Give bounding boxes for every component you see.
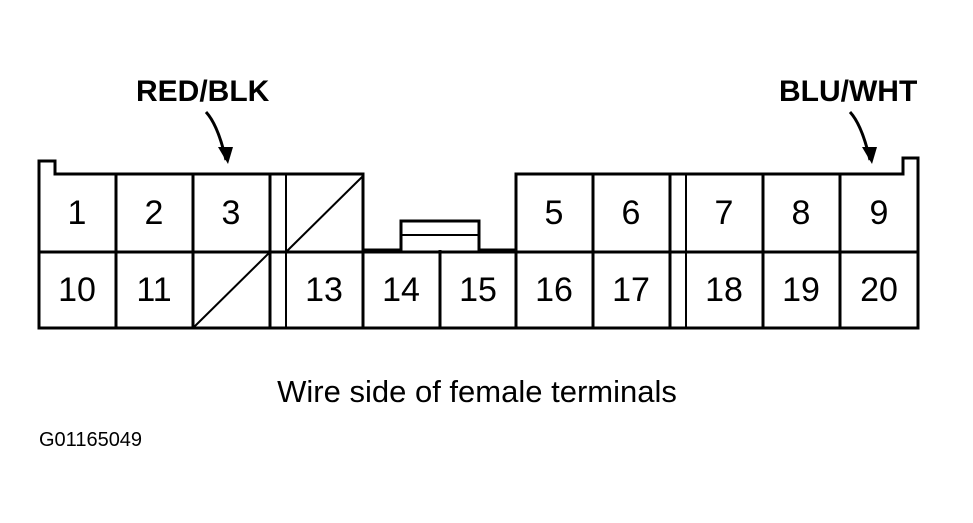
- empty-cavity-12-diagonal: [192, 251, 271, 329]
- connector-outline: [37, 156, 920, 330]
- pin-13: 13: [305, 271, 343, 309]
- pin-5: 5: [545, 194, 564, 232]
- empty-cavity-4-diagonal: [285, 175, 364, 253]
- arrow-head-blu-wht: [862, 147, 877, 164]
- pin-9: 9: [870, 194, 889, 232]
- pin-7: 7: [715, 194, 734, 232]
- pin-19: 19: [782, 271, 820, 309]
- pin-10: 10: [58, 271, 96, 309]
- pin-16: 16: [535, 271, 573, 309]
- pin-18: 18: [705, 271, 743, 309]
- pin-6: 6: [622, 194, 641, 232]
- wire-label-red-blk: RED/BLK: [136, 75, 270, 108]
- pin-15: 15: [459, 271, 497, 309]
- pin-1: 1: [68, 194, 87, 232]
- arrow-head-red-blk: [218, 147, 233, 164]
- caption: Wire side of female terminals: [277, 374, 677, 409]
- pin-20: 20: [860, 271, 898, 309]
- wire-label-blu-wht: BLU/WHT: [779, 75, 917, 108]
- pin-11: 11: [136, 271, 171, 309]
- pin-17: 17: [612, 271, 650, 309]
- pin-8: 8: [792, 194, 811, 232]
- pin-14: 14: [382, 271, 420, 309]
- pin-2: 2: [145, 194, 164, 232]
- pin-3: 3: [222, 194, 241, 232]
- figure-code: G01165049: [39, 429, 142, 451]
